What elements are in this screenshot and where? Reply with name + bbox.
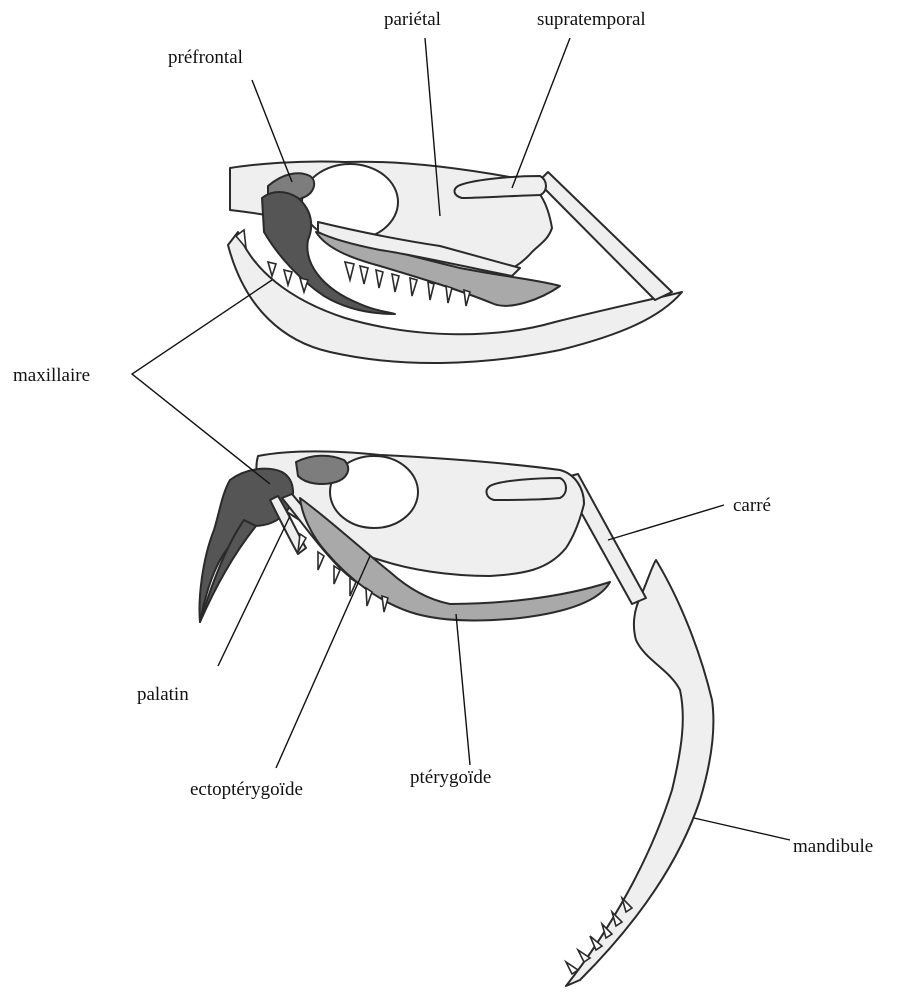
leader-pterygoide xyxy=(456,614,470,765)
leader-ectopterygoide xyxy=(276,556,370,768)
label-pterygoide: ptérygoïde xyxy=(410,767,491,788)
leader-carre xyxy=(608,505,724,540)
label-carre: carré xyxy=(733,495,771,516)
leader-maxillaire xyxy=(132,280,272,484)
mandible-open xyxy=(566,560,714,986)
label-supratemporal: supratemporal xyxy=(537,9,646,30)
label-mandibule: mandibule xyxy=(793,836,873,857)
label-maxillaire: maxillaire xyxy=(13,365,90,386)
label-palatin: palatin xyxy=(137,684,189,705)
skull-closed xyxy=(228,161,682,363)
quadrate-closed xyxy=(538,172,672,300)
leader-supratemporal xyxy=(512,38,570,188)
maxilla-open xyxy=(200,469,294,622)
label-parietal: pariétal xyxy=(384,9,441,30)
label-prefrontal: préfrontal xyxy=(168,47,243,68)
prefrontal-open xyxy=(296,456,348,484)
leader-mandibule xyxy=(694,818,790,840)
label-ectopterygoide: ectoptérygoïde xyxy=(190,779,303,800)
labels: préfrontal pariétal supratemporal maxill… xyxy=(13,9,873,857)
